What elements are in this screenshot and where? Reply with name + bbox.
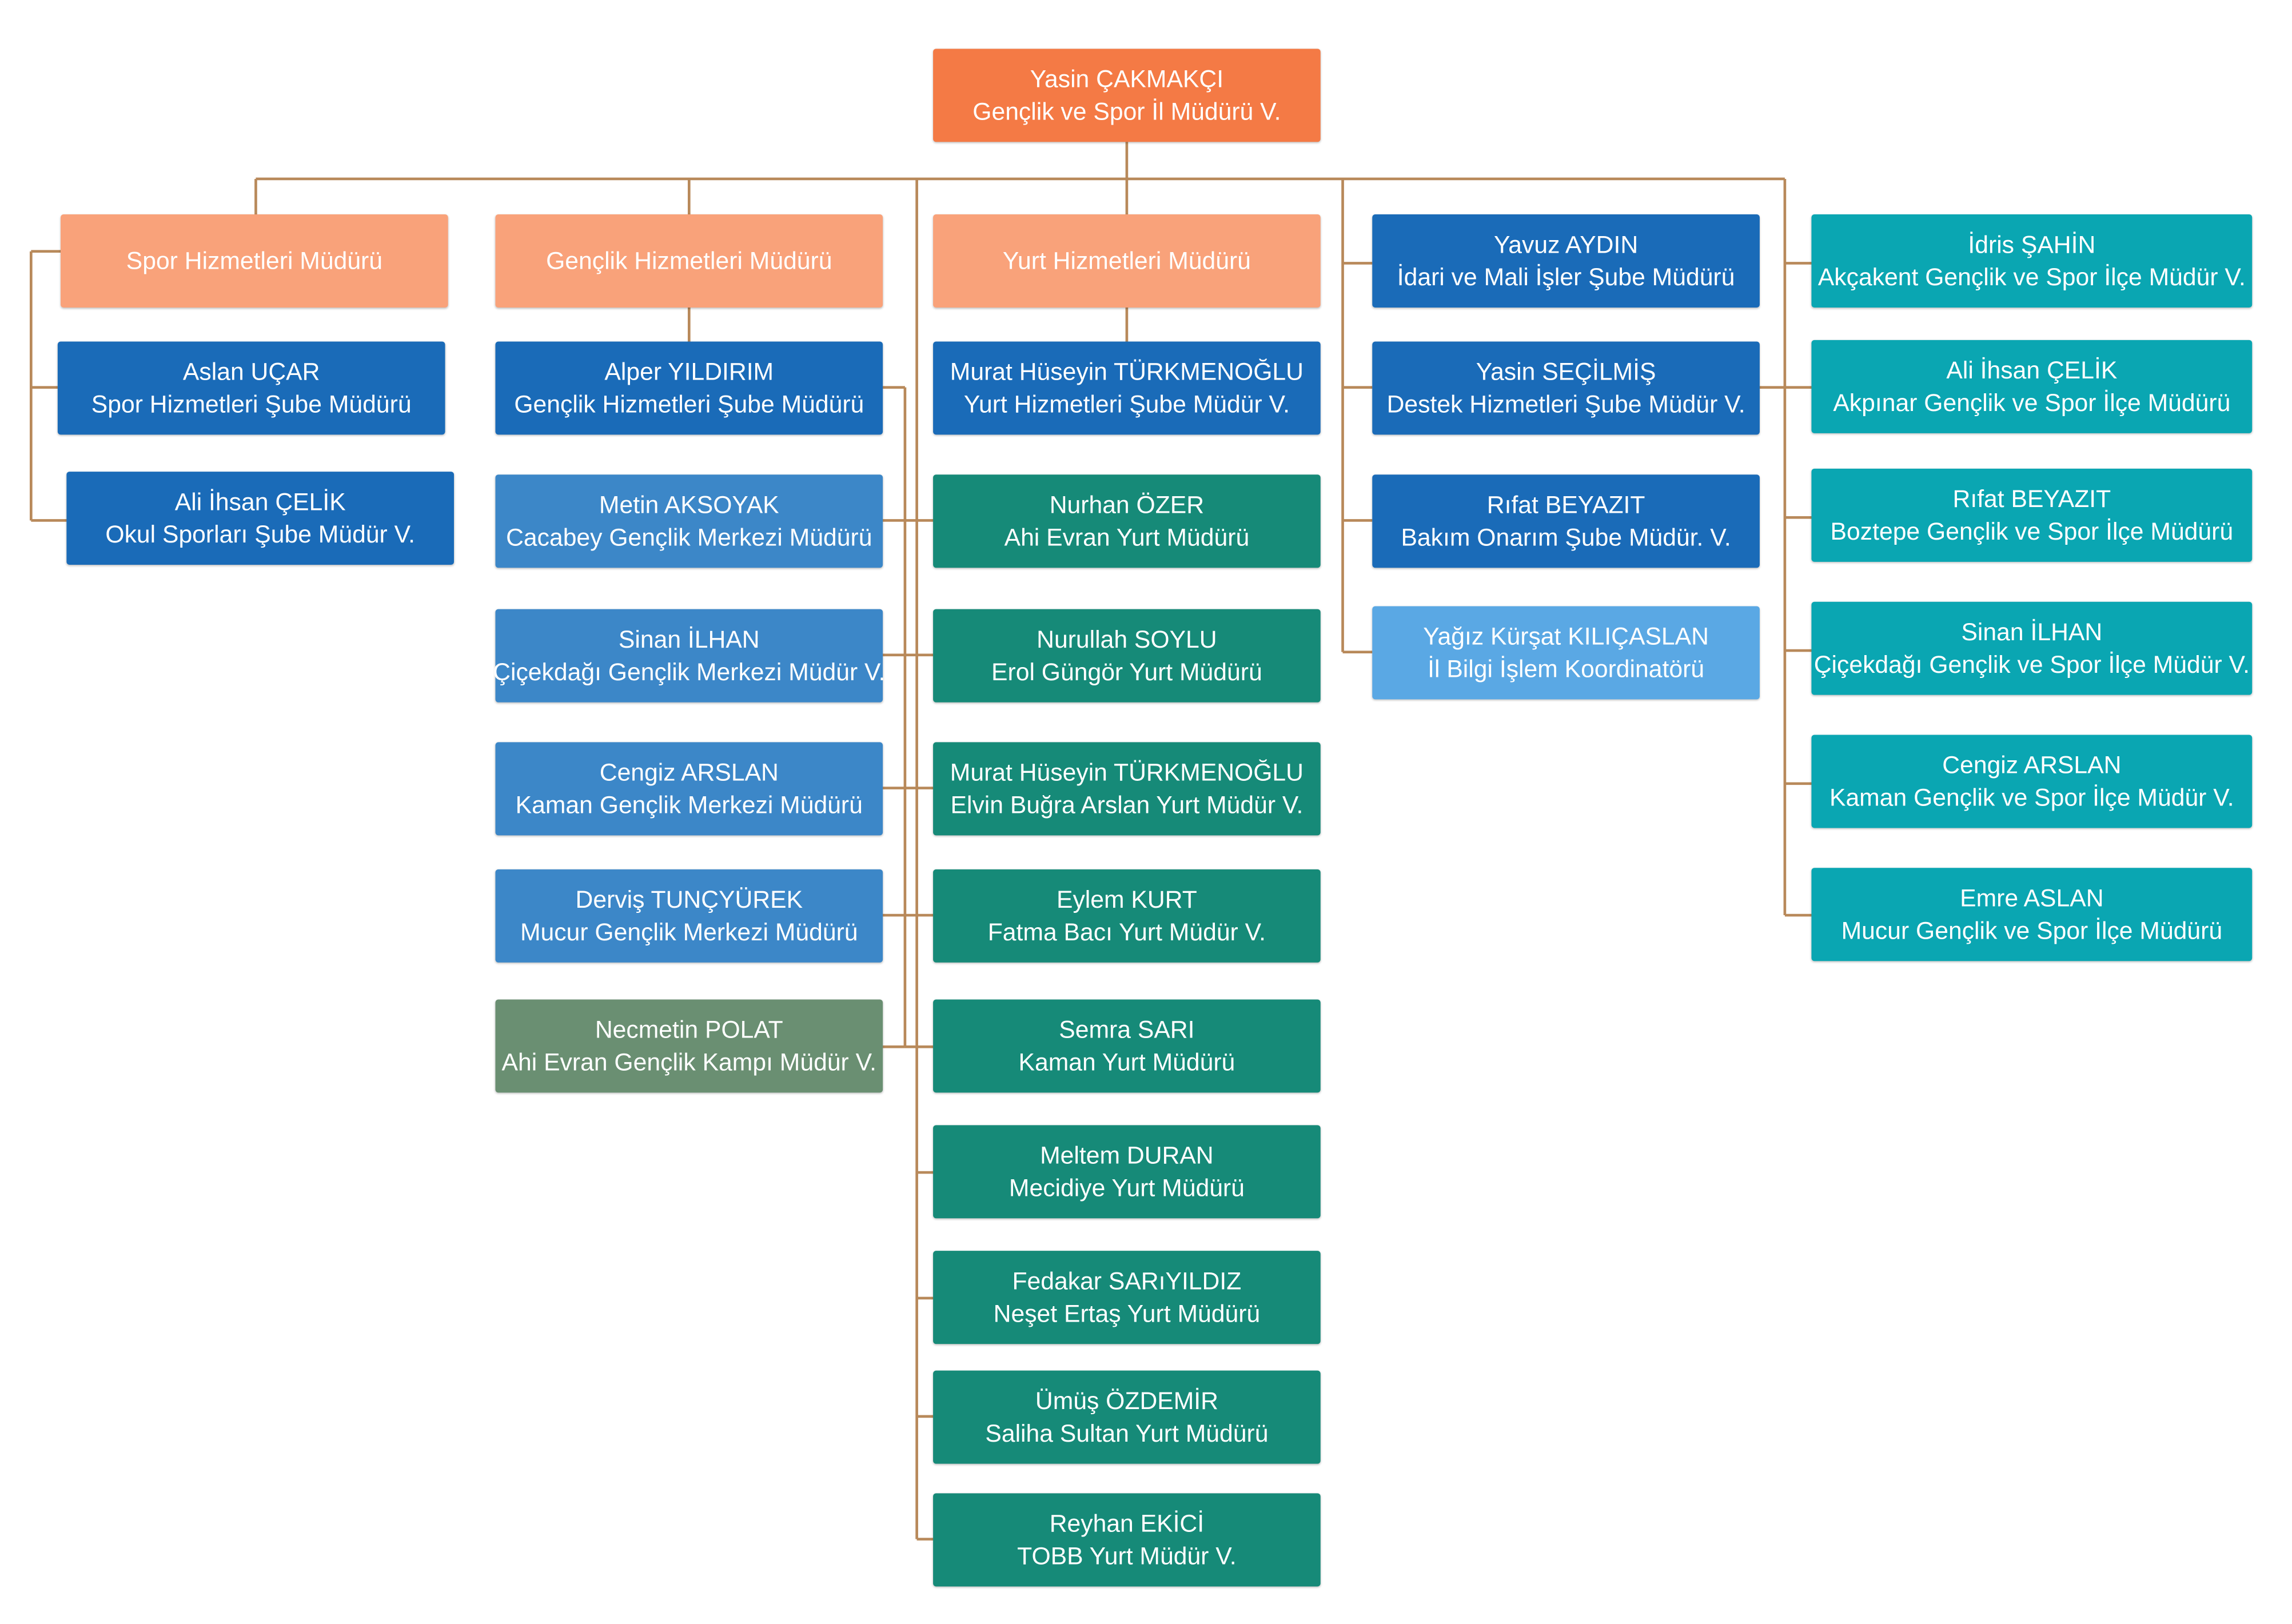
staff-box: Metin AKSOYAK Cacabey Gençlik Merkezi Mü… — [495, 474, 883, 568]
staff-name: Meltem DURAN — [1040, 1142, 1214, 1169]
staff-title: İl Bilgi İşlem Koordinatörü — [1428, 656, 1705, 683]
staff-box: Alper YILDIRIM Gençlik Hizmetleri Şube M… — [495, 341, 883, 435]
staff-box: Yavuz AYDIN İdari ve Mali İşler Şube Müd… — [1372, 214, 1760, 308]
staff-title: Elvin Buğra Arslan Yurt Müdür V. — [950, 792, 1304, 819]
staff-box: Rıfat BEYAZIT Bakım Onarım Şube Müdür. V… — [1372, 474, 1760, 568]
head-title: Gençlik ve Spor İl Müdürü V. — [972, 98, 1281, 125]
staff-box: Ümüş ÖZDEMİR Saliha Sultan Yurt Müdürü — [933, 1370, 1321, 1464]
staff-name: Murat Hüseyin TÜRKMENOĞLU — [950, 358, 1304, 385]
staff-box: Nurhan ÖZER Ahi Evran Yurt Müdürü — [933, 474, 1321, 568]
staff-name: Derviş TUNÇYÜREK — [575, 886, 803, 913]
staff-name: Alper YILDIRIM — [604, 358, 774, 385]
staff-box: Aslan UÇAR Spor Hizmetleri Şube Müdürü — [57, 341, 445, 435]
staff-title: Cacabey Gençlik Merkezi Müdürü — [506, 524, 872, 551]
staff-box: Emre ASLAN Mucur Gençlik ve Spor İlçe Mü… — [1811, 868, 2253, 961]
staff-name: Eylem KURT — [1056, 886, 1197, 913]
staff-name: Ali İhsan ÇELİK — [1946, 357, 2118, 384]
staff-title: Fatma Bacı Yurt Müdür V. — [987, 919, 1266, 946]
staff-name: Emre ASLAN — [1960, 885, 2104, 912]
staff-box: Murat Hüseyin TÜRKMENOĞLU Elvin Buğra Ar… — [933, 742, 1321, 836]
staff-box: Fedakar SARıYILDIZ Neşet Ertaş Yurt Müdü… — [933, 1251, 1321, 1344]
staff-box: Ali İhsan ÇELİK Akpınar Gençlik ve Spor … — [1811, 340, 2253, 433]
staff-title: Kaman Yurt Müdürü — [1018, 1049, 1235, 1076]
staff-title: Mecidiye Yurt Müdürü — [1009, 1174, 1245, 1202]
staff-title: Saliha Sultan Yurt Müdürü — [985, 1420, 1269, 1447]
staff-name: Sinan İLHAN — [618, 626, 760, 653]
staff-name: Ümüş ÖZDEMİR — [1035, 1387, 1218, 1414]
staff-title: İdari ve Mali İşler Şube Müdürü — [1397, 264, 1735, 291]
staff-box: Murat Hüseyin TÜRKMENOĞLU Yurt Hizmetler… — [933, 341, 1321, 435]
staff-title: Çiçekdağı Gençlik Merkezi Müdür V. — [493, 659, 886, 685]
department-label: Spor Hizmetleri Müdürü — [126, 248, 383, 274]
staff-title: TOBB Yurt Müdür V. — [1017, 1543, 1237, 1570]
staff-box: Cengiz ARSLAN Kaman Gençlik Merkezi Müdü… — [495, 742, 883, 836]
department-label: Yurt Hizmetleri Müdürü — [1002, 248, 1251, 274]
staff-name: Aslan UÇAR — [182, 358, 320, 385]
staff-title: Erol Güngör Yurt Müdürü — [991, 659, 1262, 685]
staff-name: Rıfat BEYAZIT — [1486, 492, 1645, 518]
department-box-dormitory: Yurt Hizmetleri Müdürü — [933, 214, 1321, 308]
staff-name: Cengiz ARSLAN — [599, 759, 779, 786]
staff-title: Ahi Evran Gençlik Kampı Müdür V. — [501, 1049, 877, 1076]
staff-title: Mucur Gençlik Merkezi Müdürü — [520, 919, 858, 946]
staff-box: Nurullah SOYLU Erol Güngör Yurt Müdürü — [933, 609, 1321, 703]
staff-name: Sinan İLHAN — [1961, 619, 2103, 646]
staff-box: Ali İhsan ÇELİK Okul Sporları Şube Müdür… — [66, 472, 455, 565]
staff-box: Eylem KURT Fatma Bacı Yurt Müdür V. — [933, 869, 1321, 963]
staff-box: Yağız Kürşat KILIÇASLAN İl Bilgi İşlem K… — [1372, 606, 1760, 700]
staff-name: Murat Hüseyin TÜRKMENOĞLU — [950, 759, 1304, 786]
department-box-youth: Gençlik Hizmetleri Müdürü — [495, 214, 883, 308]
staff-title: Akpınar Gençlik ve Spor İlçe Müdürü — [1833, 389, 2231, 417]
staff-box: Sinan İLHAN Çiçekdağı Gençlik ve Spor İl… — [1811, 601, 2253, 695]
staff-title: Boztepe Gençlik ve Spor İlçe Müdürü — [1830, 518, 2234, 545]
staff-title: Kaman Gençlik Merkezi Müdürü — [515, 792, 863, 819]
staff-title: Neşet Ertaş Yurt Müdürü — [993, 1300, 1261, 1327]
staff-title: Gençlik Hizmetleri Şube Müdürü — [514, 391, 864, 418]
staff-title: Akçakent Gençlik ve Spor İlçe Müdür V. — [1817, 264, 2246, 291]
staff-title: Ahi Evran Yurt Müdürü — [1004, 524, 1250, 551]
staff-box: Yasin SEÇİLMİŞ Destek Hizmetleri Şube Mü… — [1372, 341, 1760, 435]
staff-box: Rıfat BEYAZIT Boztepe Gençlik ve Spor İl… — [1811, 468, 2253, 562]
head-box: Yasin ÇAKMAKÇI Gençlik ve Spor İl Müdürü… — [933, 49, 1321, 142]
staff-name: Nurullah SOYLU — [1037, 626, 1217, 653]
staff-box: Sinan İLHAN Çiçekdağı Gençlik Merkezi Mü… — [493, 609, 886, 703]
department-label: Gençlik Hizmetleri Müdürü — [546, 248, 832, 274]
staff-name: Ali İhsan ÇELİK — [174, 488, 346, 516]
staff-name: Cengiz ARSLAN — [1942, 752, 2122, 779]
staff-title: Destek Hizmetleri Şube Müdür V. — [1386, 391, 1745, 418]
staff-box: Cengiz ARSLAN Kaman Gençlik ve Spor İlçe… — [1811, 735, 2253, 828]
staff-box: Meltem DURAN Mecidiye Yurt Müdürü — [933, 1125, 1321, 1219]
staff-name: Metin AKSOYAK — [599, 492, 779, 518]
staff-box: Necmetin POLAT Ahi Evran Gençlik Kampı M… — [495, 999, 883, 1093]
staff-title: Çiçekdağı Gençlik ve Spor İlçe Müdür V. — [1813, 651, 2250, 678]
staff-name: Fedakar SARıYILDIZ — [1012, 1267, 1242, 1295]
staff-box: İdris ŞAHİN Akçakent Gençlik ve Spor İlç… — [1811, 214, 2253, 308]
head-name: Yasin ÇAKMAKÇI — [1030, 66, 1224, 93]
staff-name: Necmetin POLAT — [595, 1016, 783, 1043]
staff-name: Yağız Kürşat KILIÇASLAN — [1423, 623, 1709, 650]
staff-title: Okul Sporları Şube Müdür V. — [105, 521, 416, 548]
staff-name: Nurhan ÖZER — [1049, 492, 1205, 518]
staff-title: Yurt Hizmetleri Şube Müdür V. — [963, 391, 1290, 418]
staff-title: Bakım Onarım Şube Müdür. V. — [1401, 524, 1731, 551]
staff-box: Derviş TUNÇYÜREK Mucur Gençlik Merkezi M… — [495, 869, 883, 963]
department-box-sport: Spor Hizmetleri Müdürü — [61, 214, 448, 308]
staff-box: Semra SARI Kaman Yurt Müdürü — [933, 999, 1321, 1093]
staff-title: Kaman Gençlik ve Spor İlçe Müdür V. — [1829, 784, 2234, 811]
staff-name: Rıfat BEYAZIT — [1952, 485, 2111, 513]
staff-name: Semra SARI — [1059, 1016, 1195, 1043]
staff-name: İdris ŞAHİN — [1968, 231, 2096, 258]
staff-box: Reyhan EKİCİ TOBB Yurt Müdür V. — [933, 1493, 1321, 1587]
staff-name: Yasin SEÇİLMİŞ — [1476, 358, 1656, 385]
staff-name: Reyhan EKİCİ — [1049, 1510, 1205, 1537]
staff-title: Spor Hizmetleri Şube Müdürü — [91, 391, 412, 418]
staff-title: Mucur Gençlik ve Spor İlçe Müdürü — [1841, 917, 2223, 944]
staff-name: Yavuz AYDIN — [1493, 231, 1639, 258]
